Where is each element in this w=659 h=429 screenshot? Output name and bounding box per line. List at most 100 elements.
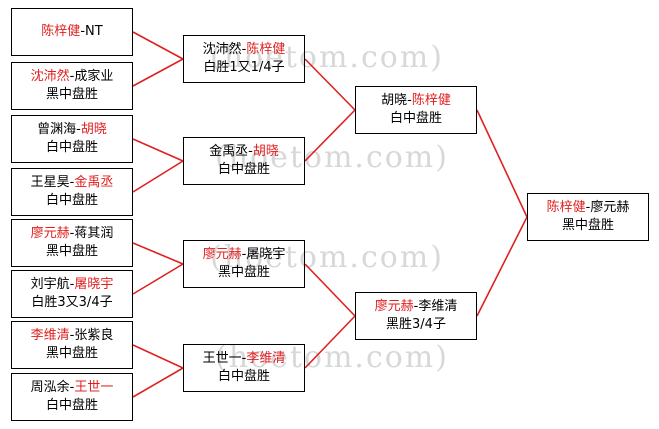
match-result: 黑中盘胜 <box>45 244 98 259</box>
bracket-connector <box>132 58 184 87</box>
vs-dash: - <box>241 42 247 57</box>
match-box: 李维清-张紫良黑中盘胜 <box>11 321 133 369</box>
player-black: 沈沛然 <box>202 42 242 57</box>
match-players: 金禹丞-胡晓 <box>209 143 279 161</box>
match-result: 白中盘胜 <box>45 398 98 413</box>
match-box: 廖元赫-李维清黑胜3/4子 <box>355 292 477 340</box>
player-white: 胡晓 <box>80 122 107 137</box>
player-white: 李维清 <box>246 351 286 366</box>
bracket-connector <box>476 216 528 317</box>
match-box: 胡晓-陈梓健白中盘胜 <box>355 86 477 134</box>
match-result: 白胜1又1/4子 <box>203 60 285 75</box>
player-white: 蒋其润 <box>74 226 114 241</box>
vs-dash: - <box>413 299 419 314</box>
match-box: 王星昊-金禹丞白中盘胜 <box>11 168 133 216</box>
bracket-connector <box>132 242 184 265</box>
match-players: 李维清-张紫良 <box>31 327 114 345</box>
player-white: 陈梓健 <box>246 42 286 57</box>
player-black: 陈梓健 <box>41 24 81 39</box>
match-players: 胡晓-陈梓健 <box>381 92 451 110</box>
match-box: 沈沛然-陈梓健白胜1又1/4子 <box>183 35 305 83</box>
bracket-connector <box>132 138 184 162</box>
player-white: 廖元赫 <box>590 200 630 215</box>
match-box: 周泓余-王世一白中盘胜 <box>11 373 133 421</box>
match-players: 陈梓健-NT <box>41 23 102 41</box>
match-players: 廖元赫-李维清 <box>375 298 458 316</box>
match-result: 黑中盘胜 <box>217 265 270 280</box>
match-result: 白中盘胜 <box>217 369 270 384</box>
player-black: 沈沛然 <box>30 69 70 84</box>
match-result: 白胜3又3/4子 <box>31 295 113 310</box>
match-players: 刘宇航-屠晓宇 <box>31 276 114 294</box>
match-players: 廖元赫-蒋其润 <box>31 225 114 243</box>
vs-dash: - <box>69 226 75 241</box>
player-white: 陈梓健 <box>411 93 451 108</box>
vs-dash: - <box>69 380 75 395</box>
match-box: 廖元赫-屠晓宇黑中盘胜 <box>183 240 305 288</box>
player-white: 成家业 <box>74 69 114 84</box>
bracket-connector <box>132 160 184 193</box>
vs-dash: - <box>76 122 81 137</box>
player-white: 张紫良 <box>74 328 114 343</box>
bracket-connector <box>304 58 356 111</box>
bracket-connector <box>304 109 356 162</box>
bracket-connector <box>476 109 528 218</box>
match-box: 金禹丞-胡晓白中盘胜 <box>183 137 305 185</box>
bracket-connector <box>304 315 356 369</box>
vs-dash: - <box>69 69 75 84</box>
match-result: 黑中盘胜 <box>45 87 98 102</box>
vs-dash: - <box>248 144 253 159</box>
vs-dash: - <box>241 247 247 262</box>
match-result: 黑中盘胜 <box>45 346 98 361</box>
player-white: 屠晓宇 <box>74 277 114 292</box>
match-result: 白中盘胜 <box>45 193 98 208</box>
player-black: 王星昊 <box>30 175 70 190</box>
match-players: 王世一-李维清 <box>203 350 286 368</box>
vs-dash: - <box>80 24 86 39</box>
match-result: 白中盘胜 <box>45 140 98 155</box>
match-players: 曾渊海-胡晓 <box>37 121 107 139</box>
player-black: 刘宇航 <box>30 277 70 292</box>
match-box: 陈梓健-NT <box>11 8 133 56</box>
match-box: 曾渊海-胡晓白中盘胜 <box>11 115 133 163</box>
player-black: 金禹丞 <box>209 144 249 159</box>
player-black: 周泓余 <box>30 380 70 395</box>
vs-dash: - <box>407 93 412 108</box>
vs-dash: - <box>241 351 247 366</box>
match-result: 白中盘胜 <box>389 111 442 126</box>
match-result: 白中盘胜 <box>217 162 270 177</box>
vs-dash: - <box>585 200 591 215</box>
vs-dash: - <box>69 328 75 343</box>
match-box: 刘宇航-屠晓宇白胜3又3/4子 <box>11 270 133 318</box>
match-result: 黑中盘胜 <box>561 218 614 233</box>
match-box: 王世一-李维清白中盘胜 <box>183 344 305 392</box>
player-black: 陈梓健 <box>546 200 586 215</box>
player-black: 廖元赫 <box>30 226 70 241</box>
player-white: NT <box>85 24 103 39</box>
bracket-connector <box>304 263 356 317</box>
player-black: 曾渊海 <box>37 122 77 137</box>
player-white: 李维清 <box>418 299 458 314</box>
player-black: 廖元赫 <box>374 299 414 314</box>
bracket-connector <box>132 344 184 369</box>
bracket-connector <box>132 263 184 295</box>
player-white: 王世一 <box>74 380 114 395</box>
match-players: 廖元赫-屠晓宇 <box>203 246 286 264</box>
bracket-connector <box>132 367 184 398</box>
vs-dash: - <box>69 277 75 292</box>
bracket-connector <box>132 31 184 60</box>
player-white: 屠晓宇 <box>246 247 286 262</box>
player-black: 廖元赫 <box>202 247 242 262</box>
player-black: 胡晓 <box>381 93 408 108</box>
match-box: 廖元赫-蒋其润黑中盘胜 <box>11 219 133 267</box>
match-box: 陈梓健-廖元赫黑中盘胜 <box>527 193 649 241</box>
vs-dash: - <box>69 175 75 190</box>
match-players: 王星昊-金禹丞 <box>31 174 114 192</box>
player-black: 王世一 <box>202 351 242 366</box>
match-players: 周泓余-王世一 <box>31 379 114 397</box>
match-players: 沈沛然-陈梓健 <box>203 41 286 59</box>
match-players: 沈沛然-成家业 <box>31 68 114 86</box>
match-players: 陈梓健-廖元赫 <box>547 199 630 217</box>
match-box: 沈沛然-成家业黑中盘胜 <box>11 62 133 110</box>
